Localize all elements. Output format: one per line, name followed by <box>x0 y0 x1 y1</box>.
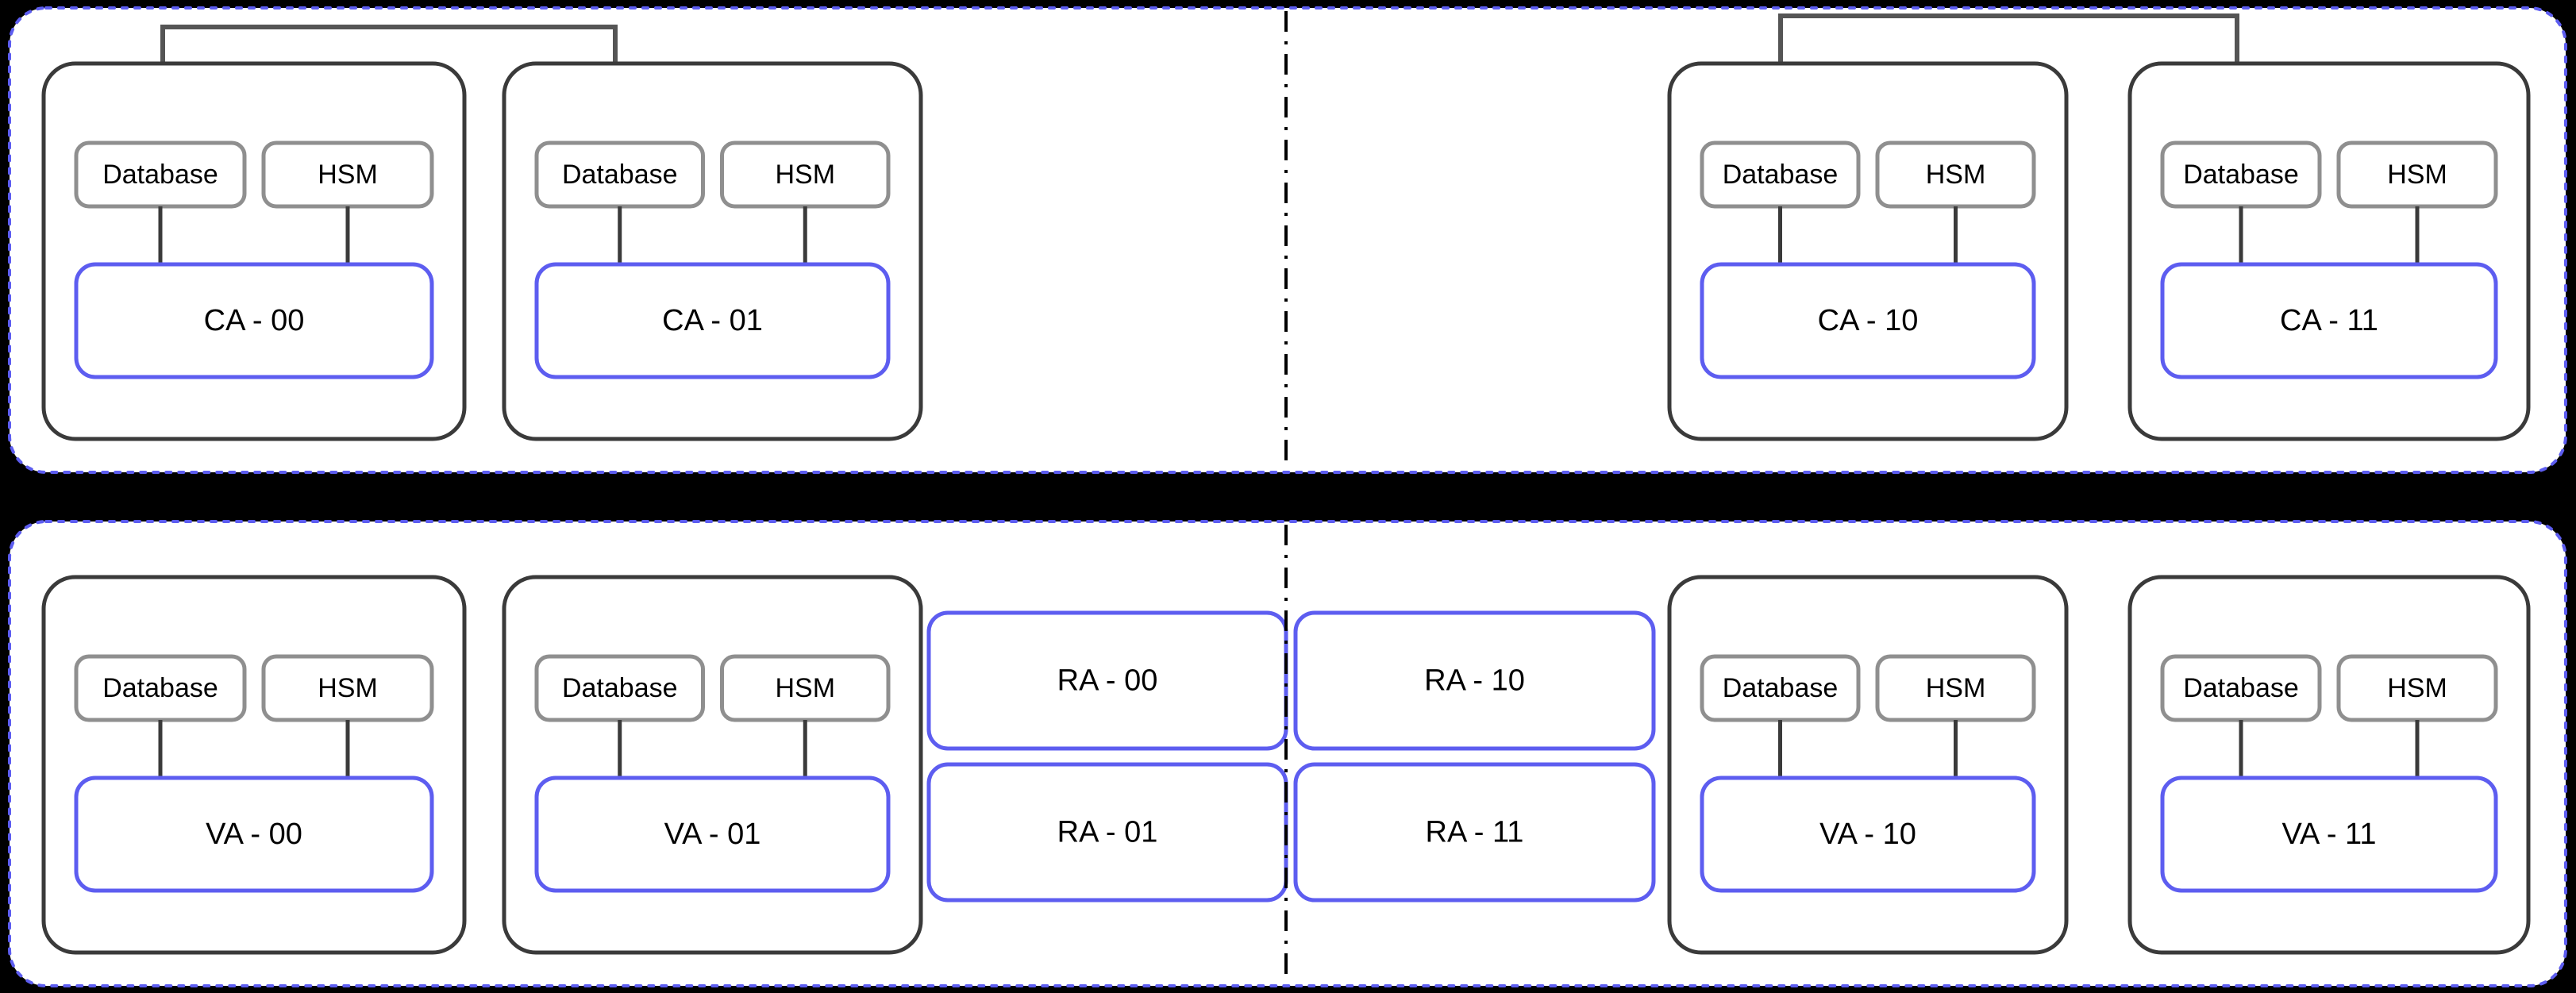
ra-01-node[interactable]: RA - 01 <box>926 762 1288 903</box>
ra-11-node[interactable]: RA - 11 <box>1293 762 1656 903</box>
ca-node-group-outline <box>41 61 467 441</box>
va-00-label: VA - 00 <box>206 818 302 851</box>
ra-11-box[interactable] <box>1293 762 1656 903</box>
ca-10-box[interactable] <box>1700 262 2036 379</box>
ra-00-box[interactable] <box>926 610 1288 751</box>
va-01-box[interactable] <box>534 776 891 893</box>
va-node-group-outline <box>502 575 923 955</box>
hsm-label: HSM <box>775 160 835 190</box>
database-label: Database <box>562 673 678 703</box>
ca-node-group[interactable]: Database HSM CA - 01 <box>502 61 923 441</box>
hsm-label: HSM <box>775 673 835 703</box>
database-label: Database <box>2183 673 2299 703</box>
va-11-box[interactable] <box>2160 776 2498 893</box>
va-10-box[interactable] <box>1700 776 2036 893</box>
va-node-group[interactable]: Database HSM VA - 11 <box>2127 575 2531 955</box>
hsm-label: HSM <box>318 673 378 703</box>
ra-01-label: RA - 01 <box>1057 816 1158 849</box>
ca-node-group[interactable]: Database HSM CA - 11 <box>2127 61 2531 441</box>
va-11-label: VA - 11 <box>2282 818 2377 851</box>
database-label: Database <box>102 160 218 190</box>
database-label: Database <box>1723 160 1839 190</box>
ca-node-group-outline <box>1667 61 2069 441</box>
ca-node-group[interactable]: Database HSM CA - 00 <box>41 61 467 441</box>
ca-11-box[interactable] <box>2160 262 2498 379</box>
ra-00-label: RA - 00 <box>1057 664 1158 698</box>
ra-10-label: RA - 10 <box>1424 664 1525 698</box>
hsm-label: HSM <box>1926 673 1986 703</box>
va-10-label: VA - 10 <box>1819 818 1916 851</box>
database-label: Database <box>102 673 218 703</box>
va-node-group-outline <box>41 575 467 955</box>
va-node-group-outline <box>1667 575 2069 955</box>
va-node-group[interactable]: Database HSM VA - 10 <box>1667 575 2069 955</box>
va-node-group[interactable]: Database HSM VA - 00 <box>41 575 467 955</box>
ca-11-label: CA - 11 <box>2280 304 2378 337</box>
hsm-label: HSM <box>2387 673 2447 703</box>
ra-10-box[interactable] <box>1293 610 1656 751</box>
hsm-label: HSM <box>2387 160 2447 190</box>
va-00-box[interactable] <box>74 776 434 893</box>
ra-11-label: RA - 11 <box>1426 816 1524 849</box>
ca-node-group-outline <box>2127 61 2531 441</box>
database-label: Database <box>2183 160 2299 190</box>
ra-00-node[interactable]: RA - 00 <box>926 610 1288 751</box>
ca-node-group-outline <box>502 61 923 441</box>
va-node-group[interactable]: Database HSM VA - 01 <box>502 575 923 955</box>
ca-00-box[interactable] <box>74 262 434 379</box>
va-node-group-outline <box>2127 575 2531 955</box>
database-label: Database <box>1723 673 1839 703</box>
ra-10-node[interactable]: RA - 10 <box>1293 610 1656 751</box>
ca-node-group[interactable]: Database HSM CA - 10 <box>1667 61 2069 441</box>
hsm-label: HSM <box>318 160 378 190</box>
ca-01-box[interactable] <box>534 262 891 379</box>
va-01-label: VA - 01 <box>664 818 761 851</box>
database-label: Database <box>562 160 678 190</box>
ca-10-label: CA - 10 <box>1818 304 1919 337</box>
ca-01-label: CA - 01 <box>662 304 763 337</box>
hsm-label: HSM <box>1926 160 1986 190</box>
ca-00-label: CA - 00 <box>204 304 305 337</box>
